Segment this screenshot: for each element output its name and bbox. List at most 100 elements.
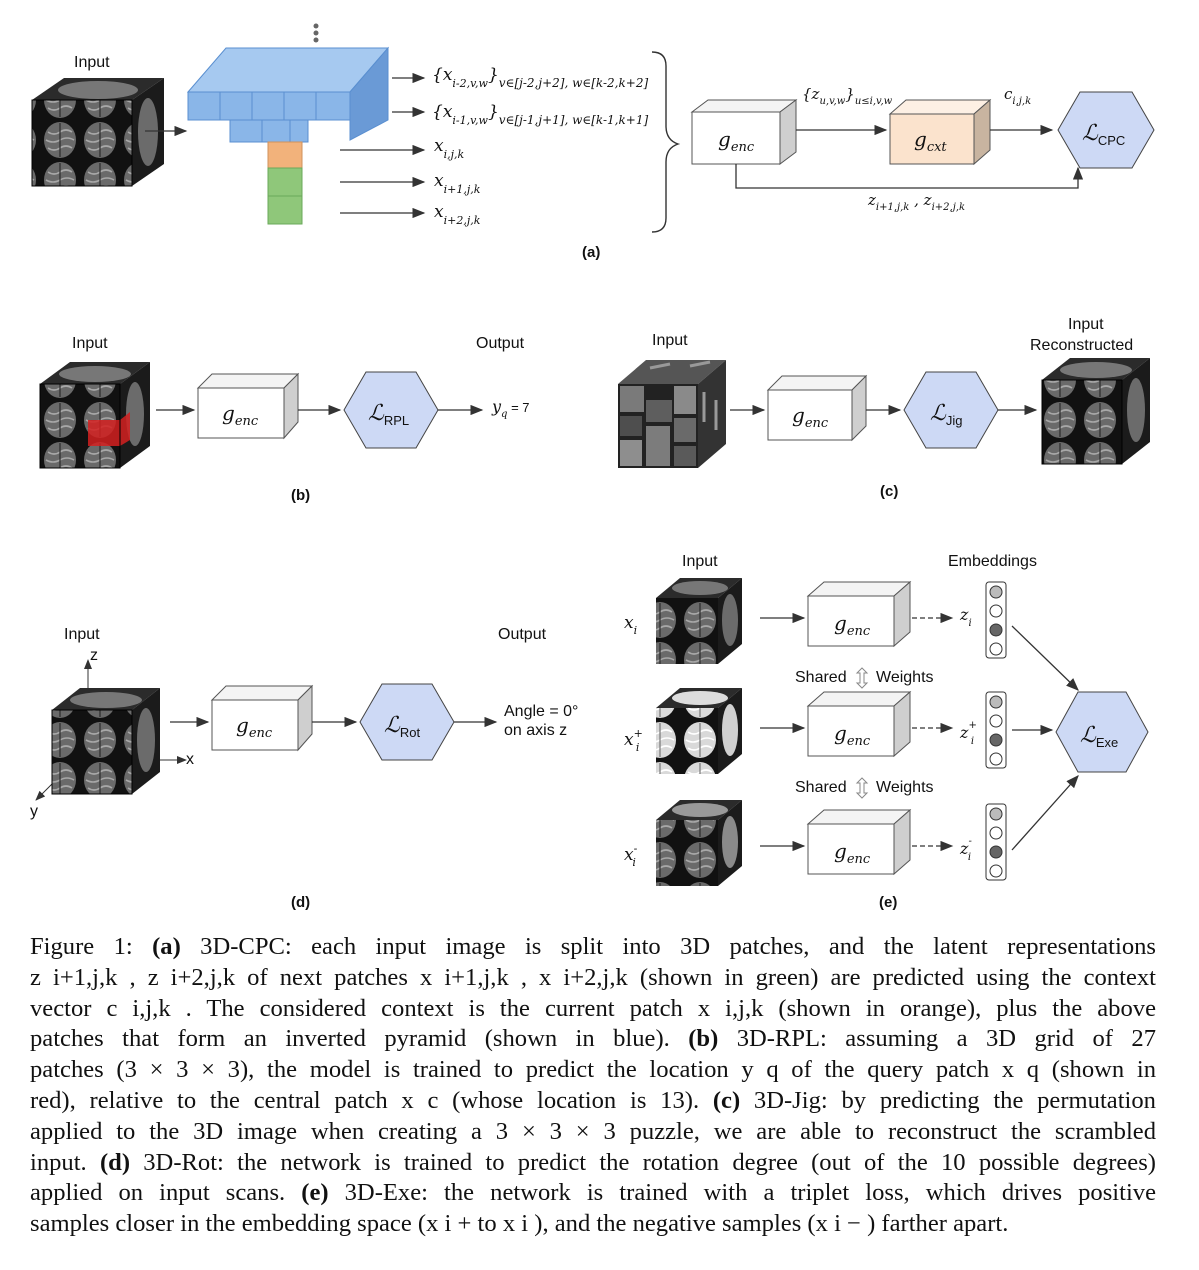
next-patch-green-1: [267, 167, 303, 197]
caption-a: (a): [582, 244, 600, 261]
svg-text:ℒJig: ℒJig: [930, 401, 962, 428]
panel-b-brain-cube: [39, 362, 150, 469]
caption-e: (e): [879, 894, 897, 911]
loss-jig-hexagon: ℒJig: [903, 371, 999, 449]
e-genc-box-positive: genc: [806, 690, 912, 758]
embedding-vector-negative: [985, 803, 1007, 881]
z-pred-label: zi+1,j,k , zi+2,j,k: [867, 191, 965, 213]
svg-text:ℒRot: ℒRot: [384, 713, 420, 740]
xi-minus-label: x-i: [624, 842, 638, 869]
svg-text:ℒRPL: ℒRPL: [368, 401, 409, 428]
xi-label: xi: [624, 613, 637, 637]
reconstructed-cube: [1041, 358, 1150, 465]
caption-line-2: z i+1,j,k , z i+2,j,k of next patches x …: [30, 963, 1156, 991]
loss-rpl-hexagon: ℒRPL: [343, 371, 439, 449]
panel-b-output-label: Output: [476, 335, 525, 352]
embedding-vector-anchor: [985, 581, 1007, 659]
gcxt-box: gcxt: [888, 98, 992, 166]
panel-c: Input Input Reconstructed genc ℒJ: [618, 316, 1150, 500]
current-patch-orange: [267, 141, 303, 169]
negative-brain-cube: [656, 800, 742, 886]
caption-line-8: input. (d) 3D-Rot: the network is traine…: [30, 1148, 1156, 1176]
panel-d: Input Output z x y genc ℒRot Angle = 0: [30, 626, 578, 911]
next-patch-green-2: [267, 195, 303, 225]
caption-line-6: red), relative to the central patch x c …: [30, 1086, 1156, 1114]
z-context-label: {zu,v,w}u≤i,v,w: [802, 85, 893, 107]
panel-c-input-label: Input: [652, 332, 688, 349]
svg-text:ℒExe: ℒExe: [1080, 723, 1118, 750]
d-genc-box: genc: [210, 684, 314, 752]
zi-plus-label: z+i: [959, 720, 977, 747]
loss-rot-hexagon: ℒRot: [359, 683, 455, 761]
axis-z-label: z: [90, 647, 98, 664]
zi-minus-label: z-i: [959, 836, 972, 863]
loss-exe-hexagon: ℒExe: [1055, 691, 1149, 773]
axis-x-label: x: [186, 751, 194, 768]
axis-y-arrow: [35, 783, 53, 801]
caption-b: (b): [291, 487, 310, 504]
b-genc-box: genc: [196, 372, 300, 440]
figure-caption: Figure 1: (a) 3D-CPC: each input image i…: [30, 932, 1156, 1240]
x5-label: xi+2,j,k: [434, 202, 481, 227]
panel-e-embeddings-label: Embeddings: [948, 553, 1037, 570]
panel-a-input-label: Input: [74, 54, 110, 71]
rot-output-line1: Angle = 0°: [504, 703, 578, 720]
svg-text:genc: genc: [834, 611, 871, 639]
c-label: ci,j,k: [1004, 85, 1031, 107]
caption-line-7: applied to the 3D image when creating a …: [30, 1117, 1156, 1145]
panel-d-input-label: Input: [64, 626, 100, 643]
x1-label: {xi-2,v,w}v∈[j-2,j+2], w∈[k-2,k+2]: [432, 65, 648, 90]
axis-y-label: y: [30, 803, 38, 820]
caption-line-5: patches (3 × 3 × 3), the model is traine…: [30, 1056, 1156, 1084]
weights-label-1: Weights: [876, 669, 934, 686]
panel-c-recon-line1: Input: [1068, 316, 1104, 333]
panel-b: Input Output genc ℒRPL yq = 7 (b): [39, 335, 530, 504]
svg-text:gcxt: gcxt: [914, 127, 947, 155]
e-genc-box-anchor: genc: [806, 580, 912, 648]
rot-output-line2: on axis z: [504, 722, 567, 739]
brace: [651, 51, 681, 233]
svg-text:genc: genc: [834, 721, 871, 749]
svg-text:genc: genc: [834, 839, 871, 867]
panel-c-recon-line2: Reconstructed: [1030, 337, 1133, 354]
weights-label-2: Weights: [876, 779, 934, 796]
caption-d: (d): [291, 894, 310, 911]
svg-text:genc: genc: [792, 403, 829, 431]
shared-weights-arrow-1: [855, 667, 869, 689]
caption-line-1: Figure 1: (a) 3D-CPC: each input image i…: [30, 933, 1156, 960]
svg-text:genc: genc: [222, 401, 259, 429]
c-genc-box: genc: [766, 374, 868, 442]
panel-a: Input {xi-2,v,: [31, 23, 1155, 261]
positive-brain-cube: [656, 688, 742, 774]
panel-d-brain-cube: [51, 688, 160, 795]
y-q-label: yq = 7: [491, 397, 530, 420]
patch-pyramid: [186, 23, 390, 225]
embedding-vector-positive: [985, 691, 1007, 769]
panel-d-output-label: Output: [498, 626, 547, 643]
caption-line-4: patches that form an inverted pyramid (s…: [30, 1025, 1156, 1053]
caption-line-10: samples closer in the embedding space (x…: [30, 1210, 1009, 1238]
x4-label: xi+1,j,k: [434, 171, 481, 196]
caption-line-3: vector c i,j,k . The considered context …: [30, 994, 1156, 1022]
panel-e: Input Embeddings xi genc zi Shared W: [624, 553, 1149, 911]
figure-diagram: Input {xi-2,v,: [30, 23, 1155, 911]
shared-weights-arrow-2: [855, 777, 869, 799]
xi-plus-label: x+i: [624, 727, 643, 754]
x3-label: xi,j,k: [434, 136, 465, 161]
a-genc-box: genc: [690, 99, 798, 165]
x2-label: {xi-1,v,w}v∈[j-1,j+1], w∈[k-1,k+1]: [432, 102, 648, 127]
e-genc-box-negative: genc: [806, 808, 912, 876]
loss-cpc-hexagon: ℒCPC: [1057, 91, 1155, 169]
panel-e-input-label: Input: [682, 553, 718, 570]
shared-label-1: Shared: [795, 669, 847, 686]
panel-a-brain-cube: [31, 78, 164, 187]
svg-text:genc: genc: [718, 127, 755, 155]
anchor-brain-cube: [656, 578, 742, 664]
svg-text:ℒCPC: ℒCPC: [1082, 121, 1125, 148]
caption-c: (c): [880, 483, 898, 500]
panel-b-input-label: Input: [72, 335, 108, 352]
scrambled-cube: [618, 360, 726, 468]
zi-label: zi: [959, 605, 972, 629]
shared-label-2: Shared: [795, 779, 847, 796]
svg-text:genc: genc: [236, 713, 273, 741]
